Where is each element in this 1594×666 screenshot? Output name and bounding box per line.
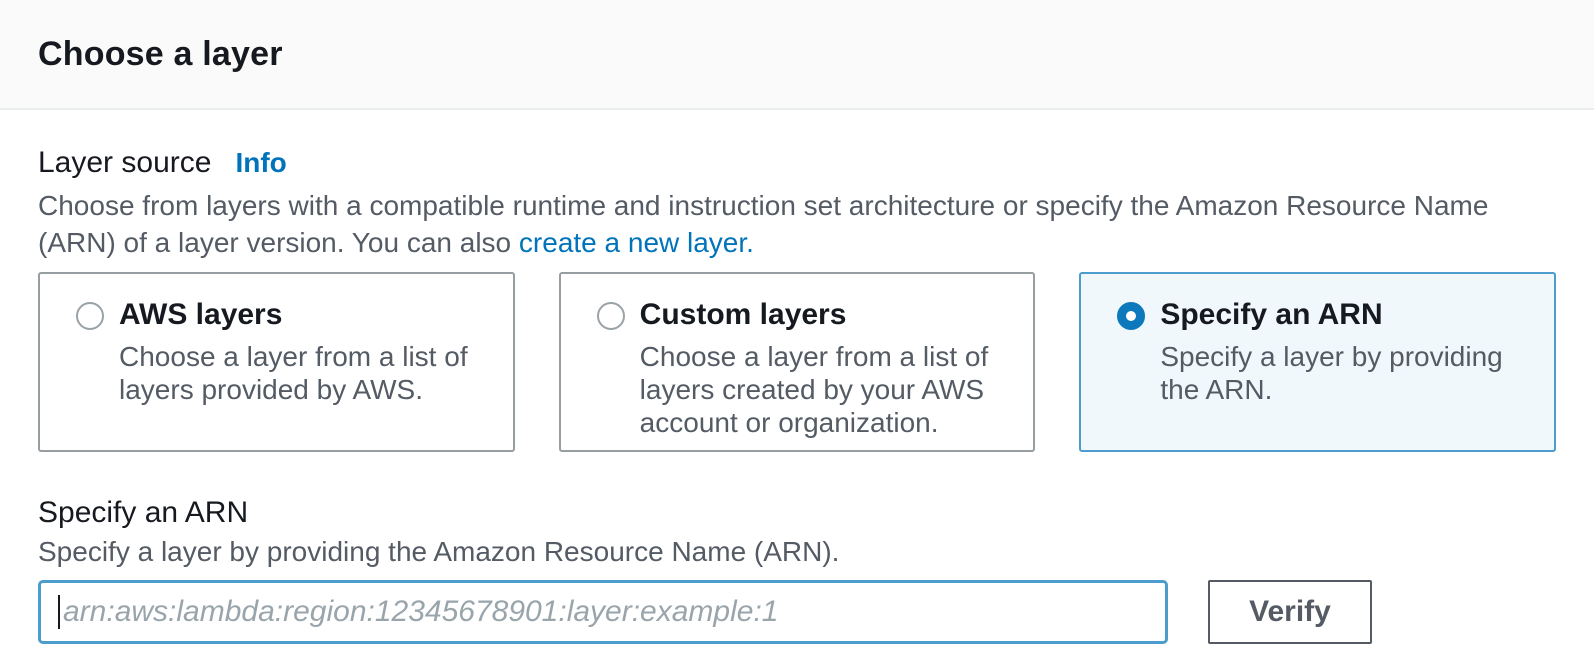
create-layer-link[interactable]: create a new layer. xyxy=(518,227,754,258)
option-title: AWS layers xyxy=(119,298,283,331)
option-card-specify-an-arn[interactable]: Specify an ARN Specify a layer by provid… xyxy=(1079,272,1557,452)
option-description: Choose a layer from a list of layers pro… xyxy=(119,341,468,405)
radio-unselected-icon[interactable] xyxy=(76,302,104,330)
panel-content: Layer source Info Choose from layers wit… xyxy=(0,146,1594,644)
option-description: Specify a layer by providing the ARN. xyxy=(1160,341,1503,405)
radio-unselected-icon[interactable] xyxy=(596,302,625,330)
option-text: Custom layers Choose a layer from a list… xyxy=(640,298,1010,439)
layer-source-label: Layer source xyxy=(38,146,212,179)
layer-source-description-text: Choose from layers with a compatible run… xyxy=(38,190,1489,258)
arn-input-wrap xyxy=(38,580,1168,644)
text-cursor xyxy=(58,595,60,629)
arn-input-row: Verify xyxy=(38,580,1556,644)
option-title: Specify an ARN xyxy=(1160,298,1383,331)
radio-selected-icon[interactable] xyxy=(1117,302,1146,330)
layer-source-row: Layer source Info xyxy=(38,146,1556,180)
layer-source-options: AWS layers Choose a layer from a list of… xyxy=(38,272,1557,452)
option-card-aws-layers[interactable]: AWS layers Choose a layer from a list of… xyxy=(38,272,515,452)
verify-button[interactable]: Verify xyxy=(1208,580,1372,644)
arn-input[interactable] xyxy=(38,580,1168,644)
option-text: AWS layers Choose a layer from a list of… xyxy=(119,298,489,406)
specify-arn-description: Specify a layer by providing the Amazon … xyxy=(38,536,840,567)
option-title: Custom layers xyxy=(639,298,847,331)
page-title: Choose a layer xyxy=(38,34,283,73)
info-link[interactable]: Info xyxy=(235,147,287,178)
option-text: Specify an ARN Specify a layer by provid… xyxy=(1160,298,1530,406)
option-card-custom-layers[interactable]: Custom layers Choose a layer from a list… xyxy=(558,272,1036,452)
option-description: Choose a layer from a list of layers cre… xyxy=(639,341,989,438)
panel-header: Choose a layer xyxy=(0,0,1594,110)
specify-arn-label: Specify an ARN xyxy=(38,496,249,529)
layer-source-description: Choose from layers with a compatible run… xyxy=(38,187,1518,261)
